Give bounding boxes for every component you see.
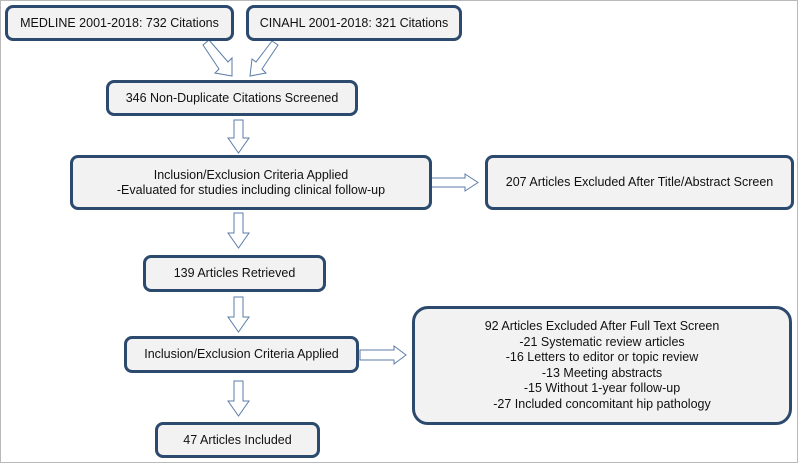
cinahl-text: CINAHL 2001-2018: 321 Citations bbox=[259, 15, 449, 30]
included-box: 47 Articles Included bbox=[155, 422, 320, 458]
medline-text: MEDLINE 2001-2018: 732 Citations bbox=[20, 15, 219, 30]
excluded2-line-6: -27 Included concomitant hip pathology bbox=[493, 396, 711, 411]
arrow-cinahl-to-screened bbox=[249, 40, 279, 77]
arrow-criteria2-to-included bbox=[227, 380, 250, 417]
arrow-screened-to-criteria1 bbox=[227, 119, 250, 154]
included-text: 47 Articles Included bbox=[183, 432, 292, 447]
arrow-medline-to-screened bbox=[202, 39, 233, 77]
arrow-criteria1-to-retrieved bbox=[227, 212, 250, 249]
medline-box: MEDLINE 2001-2018: 732 Citations bbox=[5, 5, 234, 41]
excluded2-box: 92 Articles Excluded After Full Text Scr… bbox=[412, 306, 792, 425]
arrow-retrieved-to-criteria2 bbox=[227, 296, 250, 333]
excluded1-text: 207 Articles Excluded After Title/Abstra… bbox=[505, 175, 774, 189]
arrow-criteria2-to-excluded2 bbox=[359, 345, 407, 365]
criteria1-line-2: -Evaluated for studies including clinica… bbox=[116, 182, 386, 197]
screened-box: 346 Non-Duplicate Citations Screened bbox=[106, 80, 358, 116]
excluded2-line-5: -15 Without 1-year follow-up bbox=[523, 381, 681, 395]
arrow-criteria1-to-excluded1 bbox=[430, 173, 479, 192]
excluded2-line-2: -21 Systematic review articles bbox=[519, 334, 685, 349]
cinahl-box: CINAHL 2001-2018: 321 Citations bbox=[246, 5, 462, 41]
criteria1-box: Inclusion/Exclusion Criteria Applied -Ev… bbox=[70, 155, 432, 210]
retrieved-text: 139 Articles Retrieved bbox=[173, 266, 296, 280]
excluded2-line-1: 92 Articles Excluded After Full Text Scr… bbox=[484, 319, 720, 333]
retrieved-box: 139 Articles Retrieved bbox=[143, 255, 326, 292]
excluded1-box: 207 Articles Excluded After Title/Abstra… bbox=[485, 155, 794, 210]
excluded2-line-3: -16 Letters to editor or topic review bbox=[505, 350, 699, 364]
criteria1-line-1: Inclusion/Exclusion Criteria Applied bbox=[153, 167, 349, 182]
criteria2-text: Inclusion/Exclusion Criteria Applied bbox=[144, 347, 339, 361]
screened-text: 346 Non-Duplicate Citations Screened bbox=[125, 90, 339, 105]
criteria2-box: Inclusion/Exclusion Criteria Applied bbox=[124, 336, 359, 373]
excluded2-line-4: -13 Meeting abstracts bbox=[541, 365, 663, 380]
